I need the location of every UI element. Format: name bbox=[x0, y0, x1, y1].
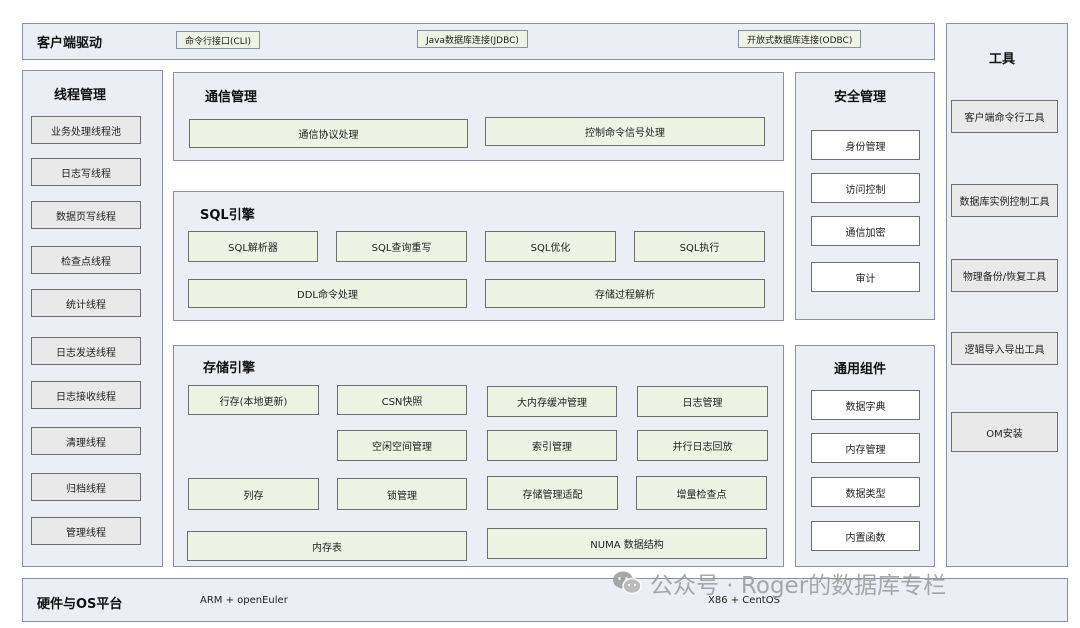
common-item: 内存管理 bbox=[811, 433, 920, 463]
tool-item: OM安装 bbox=[951, 412, 1058, 452]
storage-item: 列存 bbox=[188, 478, 319, 510]
thread-item: 归档线程 bbox=[31, 473, 141, 501]
sql-item: SQL优化 bbox=[485, 231, 616, 262]
hardware-os-title: 硬件与OS平台 bbox=[37, 597, 123, 612]
sql-item: DDL命令处理 bbox=[188, 279, 467, 308]
sql-item: SQL执行 bbox=[634, 231, 765, 262]
comm-item: 通信协议处理 bbox=[189, 119, 468, 148]
tool-item: 物理备份/恢复工具 bbox=[951, 259, 1058, 292]
sql-item: SQL解析器 bbox=[188, 231, 318, 262]
watermark: 公众号 · Roger的数据库专栏 bbox=[612, 566, 946, 600]
odbc-box: 开放式数据库连接(ODBC) bbox=[738, 30, 862, 48]
storage-engine-title: 存储引擎 bbox=[203, 361, 256, 376]
sql-item: 存储过程解析 bbox=[485, 279, 765, 308]
platform-x86: X86 + CentOS bbox=[708, 595, 780, 606]
thread-item: 日志写线程 bbox=[31, 158, 141, 186]
thread-item: 检查点线程 bbox=[31, 246, 141, 274]
cli-box: 命令行接口(CLI) bbox=[176, 31, 260, 49]
thread-item: 日志发送线程 bbox=[31, 337, 141, 365]
security-item: 身份管理 bbox=[811, 130, 920, 160]
storage-item: CSN快照 bbox=[337, 385, 467, 415]
tool-item: 逻辑导入导出工具 bbox=[951, 332, 1058, 365]
storage-item: 空闲空间管理 bbox=[337, 430, 467, 461]
common-item: 数据类型 bbox=[811, 477, 920, 507]
hardware-os-panel bbox=[22, 578, 1068, 622]
thread-item: 数据页写线程 bbox=[31, 201, 141, 229]
tool-item: 客户端命令行工具 bbox=[951, 100, 1058, 133]
watermark-text: 公众号 · Roger的数据库专栏 bbox=[650, 573, 947, 599]
security-item: 通信加密 bbox=[811, 216, 920, 246]
storage-item: NUMA 数据结构 bbox=[487, 528, 767, 559]
storage-item: 日志管理 bbox=[637, 386, 768, 417]
comm-item: 控制命令信号处理 bbox=[485, 117, 765, 146]
client-driver-title: 客户端驱动 bbox=[37, 36, 103, 51]
storage-item: 并行日志回放 bbox=[637, 430, 768, 461]
security-management-title: 安全管理 bbox=[834, 90, 887, 105]
thread-item: 统计线程 bbox=[31, 289, 141, 317]
tools-title: 工具 bbox=[989, 52, 1016, 67]
security-item: 访问控制 bbox=[811, 173, 920, 203]
common-item: 内置函数 bbox=[811, 521, 920, 551]
storage-item: 索引管理 bbox=[487, 430, 617, 461]
communication-management-title: 通信管理 bbox=[205, 90, 258, 105]
common-components-title: 通用组件 bbox=[834, 362, 887, 377]
storage-item: 增量检查点 bbox=[636, 476, 767, 510]
thread-management-title: 线程管理 bbox=[54, 88, 107, 103]
thread-item: 管理线程 bbox=[31, 517, 141, 545]
storage-item: 内存表 bbox=[187, 531, 467, 561]
sql-engine-title: SQL引擎 bbox=[200, 208, 255, 223]
common-item: 数据字典 bbox=[811, 390, 920, 420]
thread-item: 业务处理线程池 bbox=[31, 116, 141, 144]
tool-item: 数据库实例控制工具 bbox=[951, 184, 1058, 217]
storage-item: 行存(本地更新) bbox=[188, 385, 319, 415]
wechat-icon bbox=[613, 571, 642, 595]
storage-item: 大内存缓冲管理 bbox=[487, 386, 617, 417]
storage-item: 存储管理适配 bbox=[487, 476, 618, 510]
sql-item: SQL查询重写 bbox=[336, 231, 467, 262]
storage-item: 锁管理 bbox=[337, 478, 467, 510]
security-item: 审计 bbox=[811, 262, 920, 292]
thread-item: 日志接收线程 bbox=[31, 381, 141, 409]
jdbc-box: Java数据库连接(JDBC) bbox=[417, 30, 528, 48]
thread-item: 清理线程 bbox=[31, 427, 141, 455]
platform-arm: ARM + openEuler bbox=[200, 595, 288, 606]
